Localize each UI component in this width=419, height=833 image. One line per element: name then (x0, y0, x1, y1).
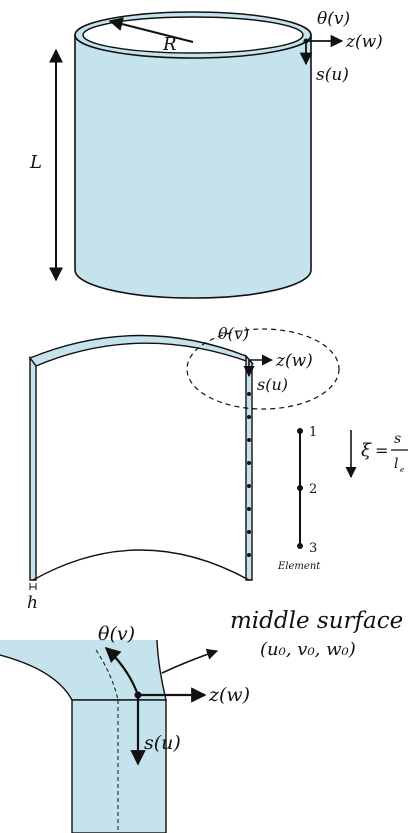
radius-arrow (108, 17, 194, 43)
xi-denominator-sub: e (400, 466, 404, 474)
panel-left-edge (29, 355, 37, 581)
detail-figure: θ(v) z(w) s(u) middle surface (u₀, v₀, w… (0, 608, 403, 833)
element-node-1-label: 1 (309, 425, 317, 440)
middle-surface-vars: (u₀, v₀, w₀) (260, 639, 356, 660)
zoom-ellipse (186, 328, 340, 410)
xi-equals: = (375, 441, 388, 460)
element-node-3 (297, 543, 303, 549)
element-node-3-label: 3 (309, 541, 317, 556)
middle-surface-curve (95, 649, 119, 701)
z-label: z(w) (345, 32, 383, 52)
element-node-1 (297, 428, 303, 434)
s-label: s(u) (316, 65, 349, 85)
xi-symbol: ξ (361, 440, 372, 461)
detail-z-label: z(w) (208, 684, 250, 706)
panel-bottom-edge (32, 549, 250, 581)
panel-figure: θ(v) z(w) s(u) h 1 2 3 Element ξ = s l e (27, 324, 408, 613)
detail-theta-arrow (104, 646, 140, 696)
xi-numerator: s (394, 431, 401, 447)
detail-s-label: s(u) (144, 732, 181, 754)
middle-surface-label: middle surface (230, 608, 403, 634)
panel-s-label: s(u) (257, 375, 288, 394)
panel-theta-label: θ(v) (218, 324, 249, 343)
theta-label: θ(v) (317, 9, 350, 29)
thickness-label: h (27, 593, 38, 613)
detail-top-surface (0, 640, 166, 700)
length-label: L (29, 152, 42, 173)
detail-front-face (71, 699, 167, 833)
panel-right-edge (245, 354, 253, 581)
cylinder-top-rim-inner (82, 16, 304, 54)
middle-surface-callout-arrow (161, 648, 219, 674)
cylinder-figure: R L θ(v) z(w) s(u) (29, 9, 383, 299)
element-caption: Element (277, 561, 321, 572)
element-node-2-label: 2 (309, 482, 317, 497)
detail-theta-label: θ(v) (98, 623, 135, 645)
cylinder-body (74, 35, 312, 299)
radius-label: R (162, 34, 177, 55)
xi-denominator: l (394, 456, 398, 472)
element-node-2 (297, 485, 303, 491)
panel-z-label: z(w) (275, 351, 313, 371)
